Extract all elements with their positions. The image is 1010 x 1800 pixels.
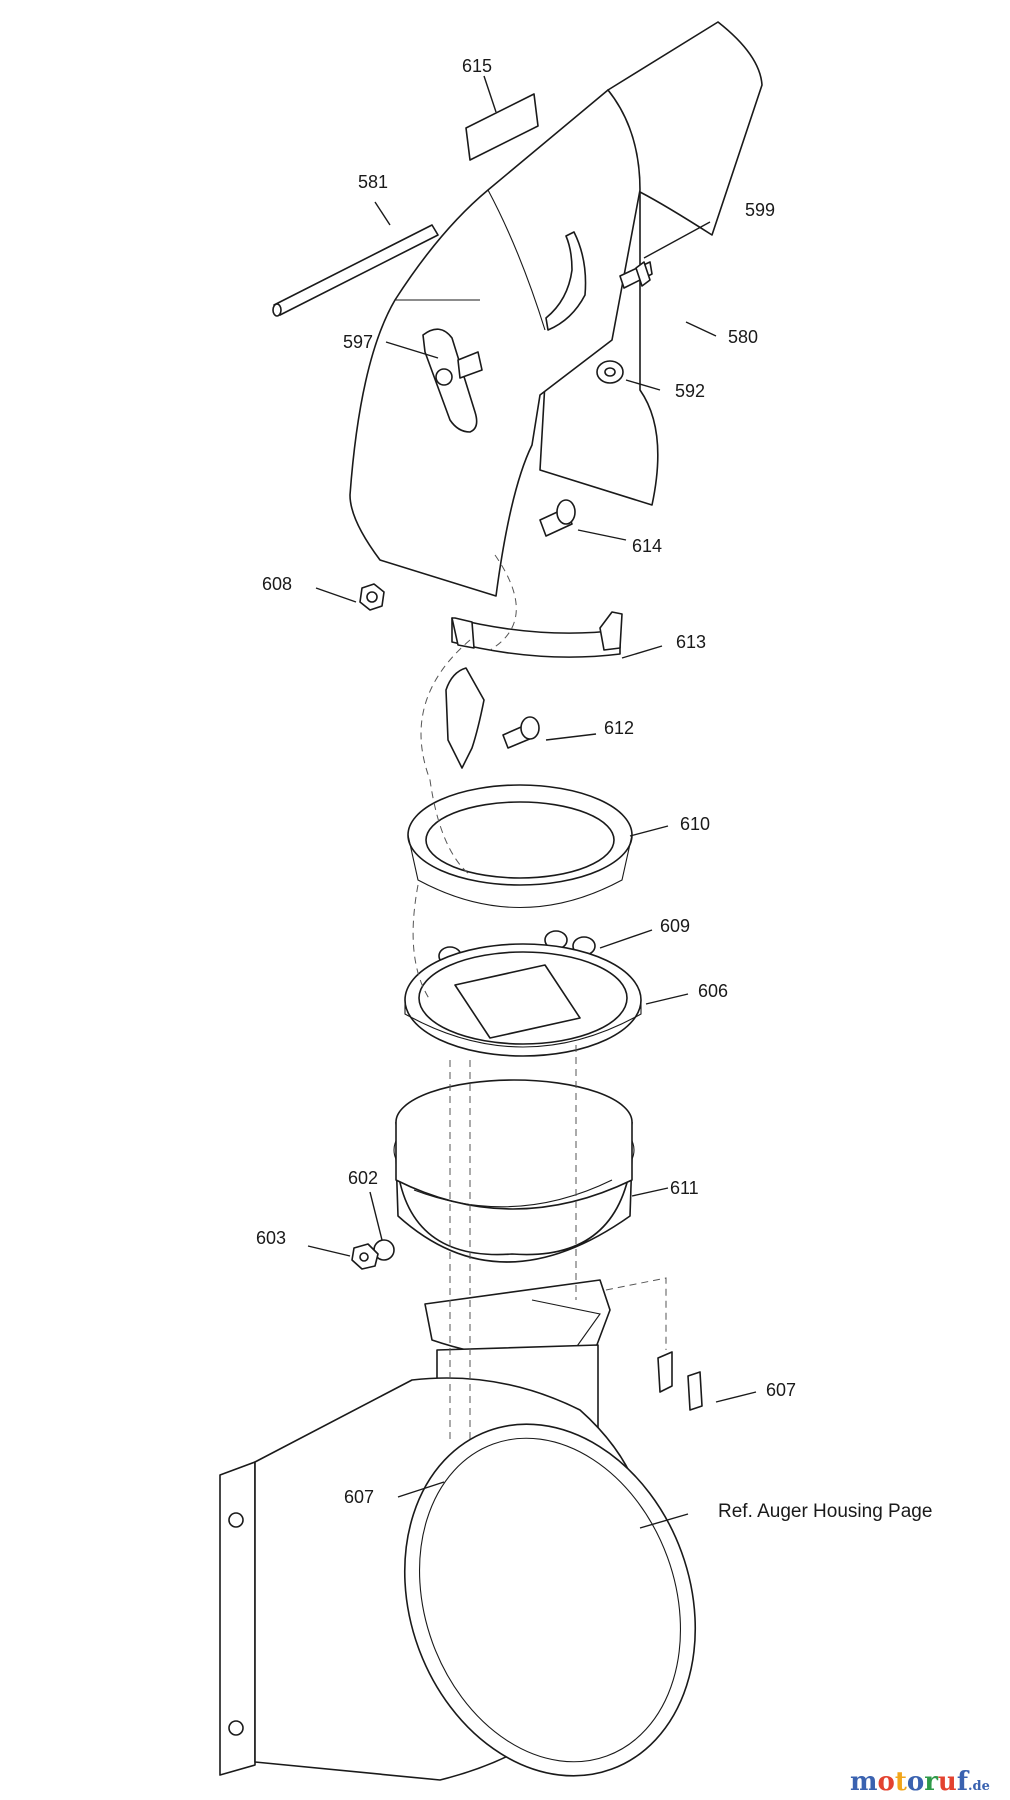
callout-612: 612 [604,718,634,738]
watermark-letter-2: o [878,1767,895,1797]
nut-608 [359,583,385,611]
bolts-607-right [657,1351,703,1411]
callout-numbers: 615 581 599 580 597 592 614 608 613 612 … [256,56,796,1507]
callout-597: 597 [343,332,373,352]
watermark-letter-4: o [907,1767,924,1797]
callout-611: 611 [670,1178,699,1198]
leader-lines [307,75,757,1529]
callout-607-left: 607 [344,1487,374,1507]
watermark-letter-7: f [957,1767,970,1797]
gear-ring-611 [393,1079,635,1263]
callout-603: 603 [256,1228,286,1248]
ring-610 [407,784,633,908]
bolt-599 [619,261,653,289]
callout-599: 599 [745,200,775,220]
auger-housing-reference-note: Ref. Auger Housing Page [718,1501,932,1522]
callout-606: 606 [698,981,728,1001]
watermark-suffix: .de [968,1779,990,1794]
callout-607-right: 607 [766,1380,796,1400]
watermark-letter-5: r [924,1767,938,1797]
bolt-614 [539,499,576,537]
callout-615: 615 [462,56,492,76]
hidden-assembly-lines [412,554,667,1440]
callout-614: 614 [632,536,662,556]
callout-592: 592 [675,381,705,401]
pivot-rod [272,224,439,317]
callout-613: 613 [676,632,706,652]
washer-592 [596,360,624,384]
motoruf-watermark: motoruf.de [850,1767,990,1797]
plate-606 [404,943,642,1057]
svg-text:motoruf.de: motoruf.de [850,1767,990,1797]
chute-tube [219,1377,697,1781]
watermark-letter-1: m [850,1767,878,1797]
watermark-letter-3: t [895,1767,907,1797]
deflector-assembly [349,21,763,597]
label-plate [465,93,539,161]
callout-581: 581 [358,172,388,192]
bolt-612 [502,716,540,749]
watermark-letter-6: u [938,1767,957,1797]
callout-609: 609 [660,916,690,936]
callout-610: 610 [680,814,710,834]
bracket-band [445,611,623,769]
callout-608: 608 [262,574,292,594]
callout-602: 602 [348,1168,378,1188]
callout-580: 580 [728,327,758,347]
nut-603 [351,1243,379,1270]
handle-knob [422,328,483,433]
